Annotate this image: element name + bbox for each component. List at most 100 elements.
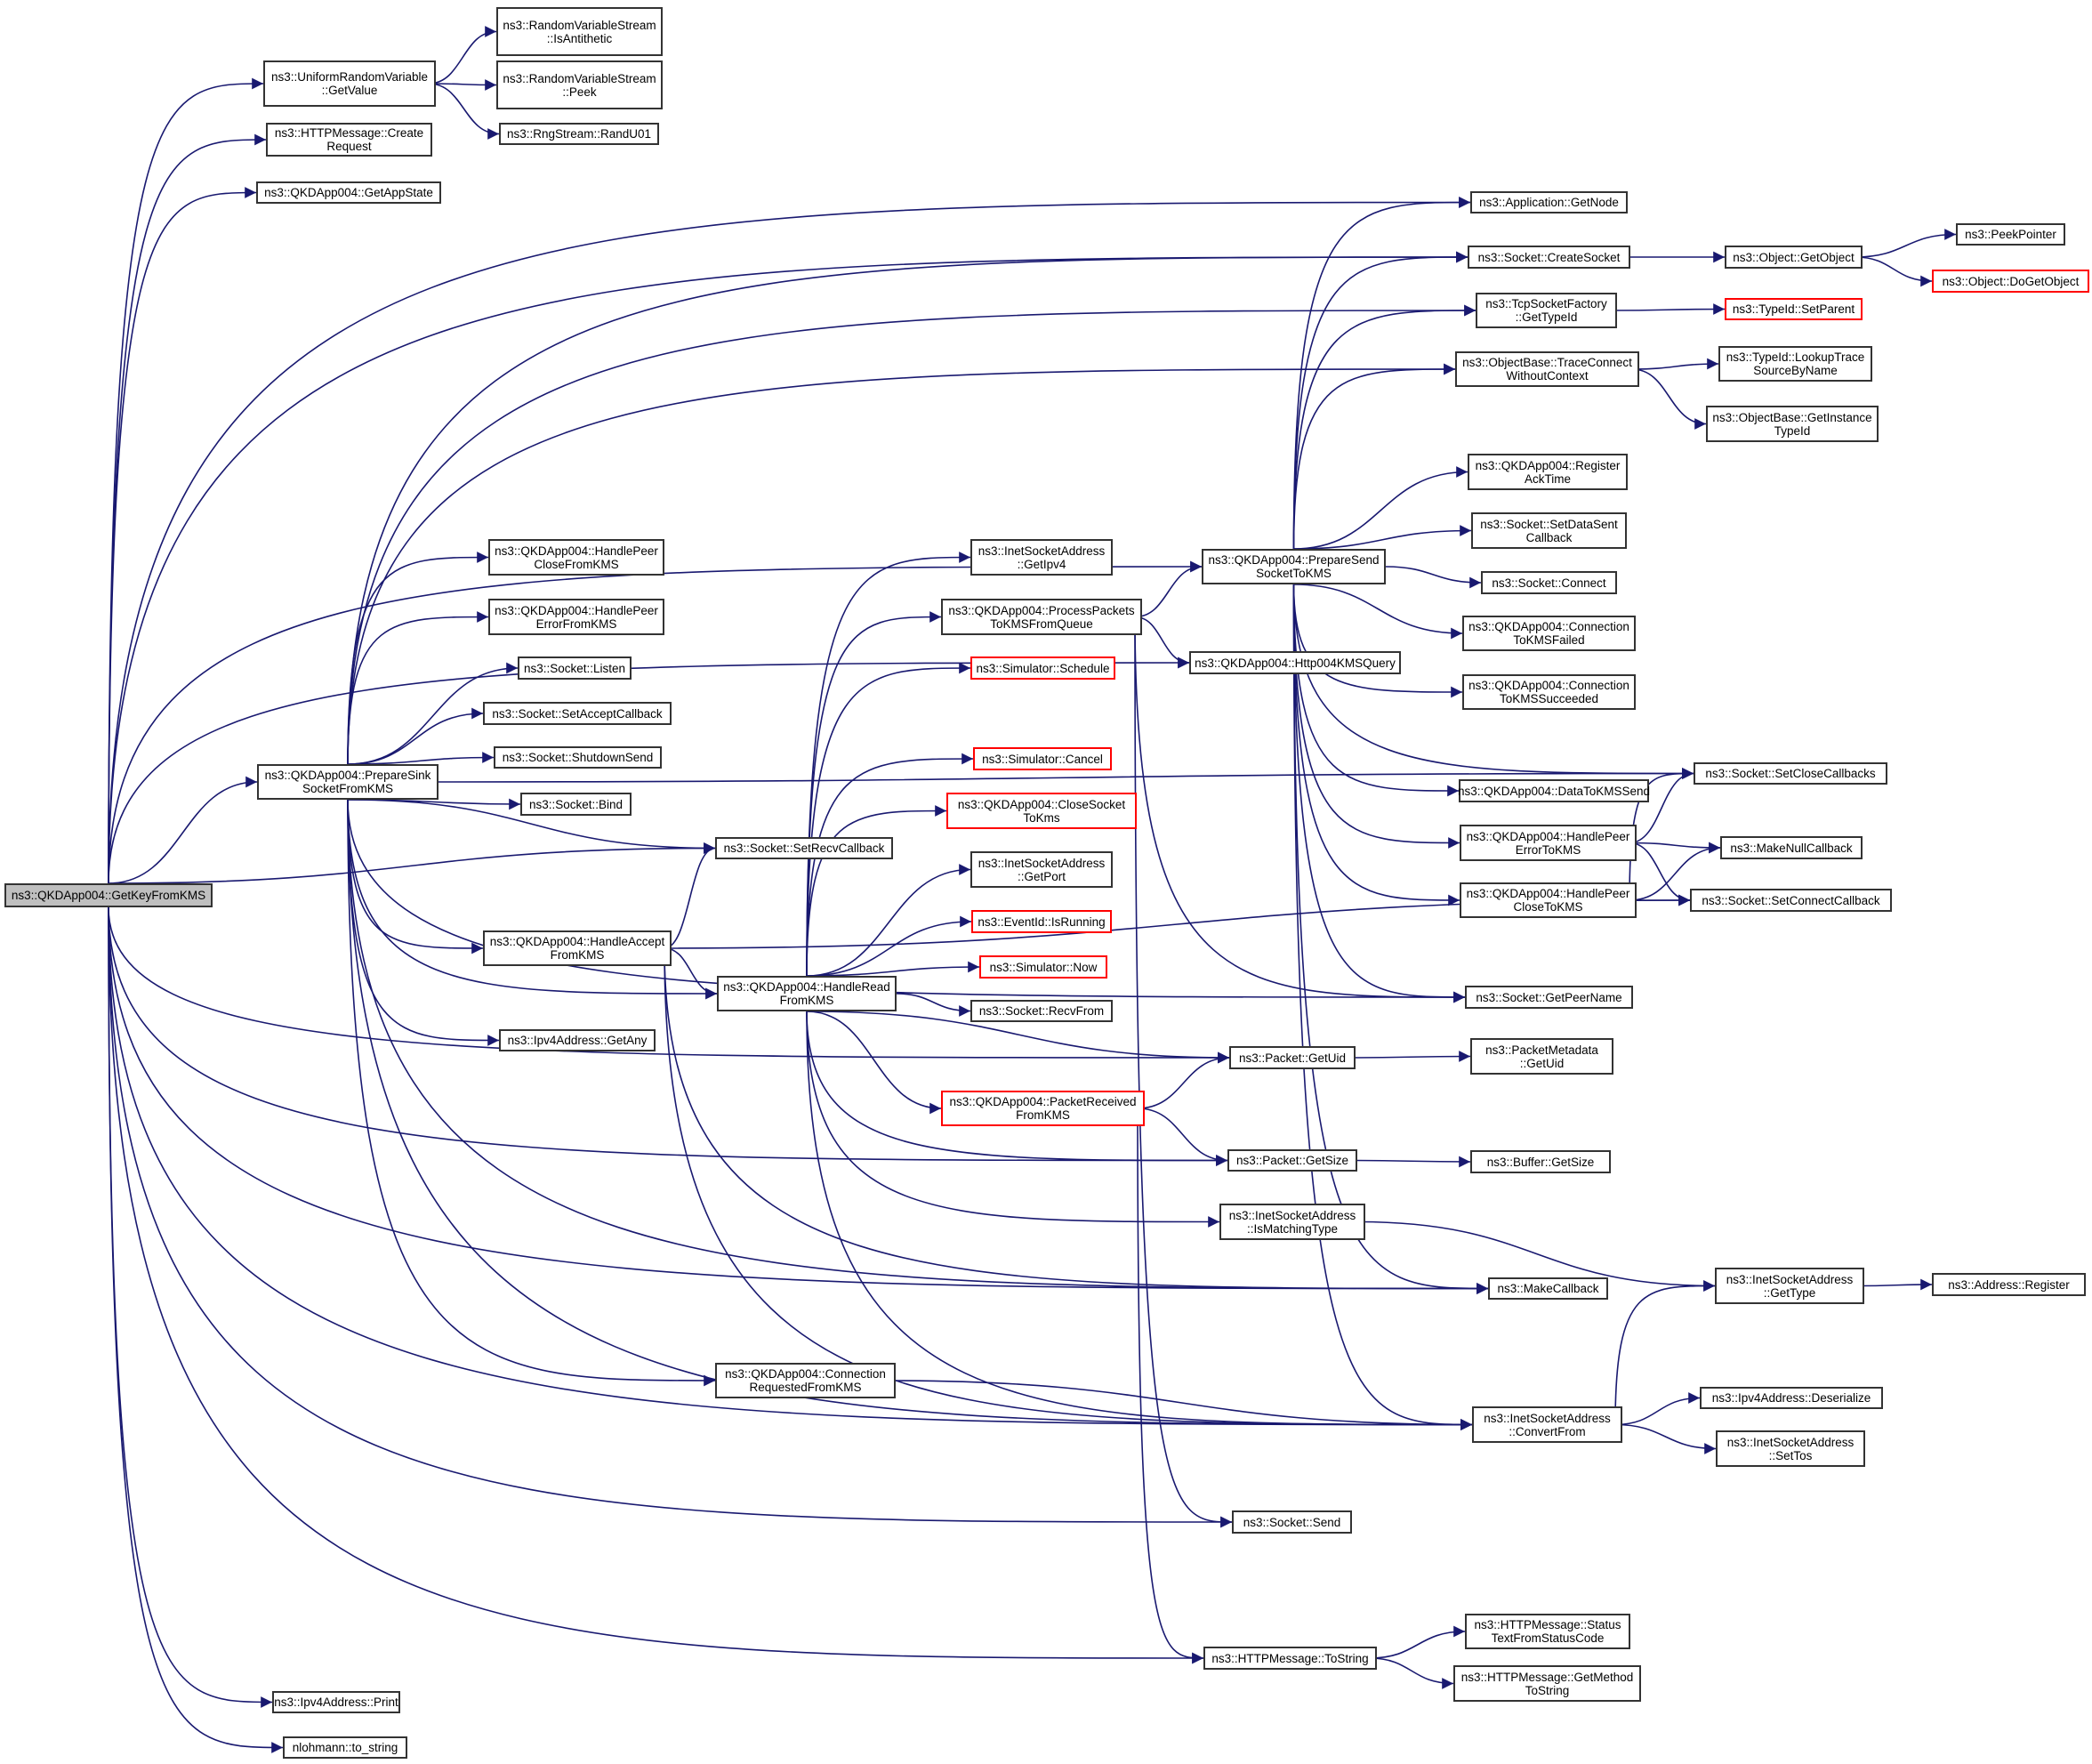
edge-preparesend-to-registerack: [1293, 466, 1468, 550]
edge-preparesink-to-convertfrom: [347, 799, 1473, 1430]
node-tcpgettypeid[interactable]: ns3::TcpSocketFactory ::GetTypeId: [1476, 293, 1617, 328]
node-schedule[interactable]: ns3::Simulator::Schedule: [970, 656, 1115, 680]
node-gettype[interactable]: ns3::InetSocketAddress ::GetType: [1715, 1268, 1864, 1304]
node-getkey[interactable]: ns3::QKDApp004::GetKeyFromKMS: [4, 883, 213, 907]
edge-traceconnect-to-getinstance: [1631, 368, 1707, 430]
node-makecb[interactable]: ns3::MakeCallback: [1488, 1277, 1608, 1300]
node-setclosecb[interactable]: ns3::Socket::SetCloseCallbacks: [1694, 762, 1887, 785]
node-peerclosetokms[interactable]: ns3::QKDApp004::HandlePeer CloseToKMS: [1460, 882, 1637, 918]
node-getvalue[interactable]: ns3::UniformRandomVariable ::GetValue: [263, 60, 436, 107]
node-makenullcb[interactable]: ns3::MakeNullCallback: [1720, 836, 1863, 859]
node-peekpointer[interactable]: ns3::PeekPointer: [1956, 223, 2065, 246]
node-connfailed[interactable]: ns3::QKDApp004::Connection ToKMSFailed: [1462, 616, 1636, 651]
node-getpeername[interactable]: ns3::Socket::GetPeerName: [1465, 986, 1633, 1009]
node-setrecvcb[interactable]: ns3::Socket::SetRecvCallback: [715, 837, 893, 859]
node-label: ns3::InetSocketAddress ::GetIpv4: [978, 544, 1106, 571]
node-listen[interactable]: ns3::Socket::Listen: [518, 656, 632, 680]
node-ipv4print[interactable]: ns3::Ipv4Address::Print: [272, 1691, 400, 1713]
edge-gettype-to-addrregister: [1856, 1278, 1933, 1291]
node-handleread[interactable]: ns3::QKDApp004::HandleRead FromKMS: [717, 976, 897, 1011]
node-label: ns3::QKDApp004::Connection ToKMSFailed: [1468, 620, 1629, 647]
edge-processpackets-to-preparesend: [1134, 560, 1203, 618]
node-label: ns3::Socket::SetConnectCallback: [1702, 893, 1880, 907]
node-setparent[interactable]: ns3::TypeId::SetParent: [1725, 298, 1863, 320]
node-packetrecv[interactable]: ns3::QKDApp004::PacketReceived FromKMS: [941, 1091, 1145, 1126]
node-deserialize[interactable]: ns3::Ipv4Address::Deserialize: [1700, 1387, 1883, 1409]
edge-preparesink-to-makecb: [347, 799, 1489, 1294]
node-bind[interactable]: ns3::Socket::Bind: [520, 793, 632, 816]
node-cancel[interactable]: ns3::Simulator::Cancel: [973, 747, 1112, 770]
node-connsucc[interactable]: ns3::QKDApp004::Connection ToKMSSucceede…: [1462, 674, 1636, 710]
edge-processpackets-to-send: [1134, 616, 1233, 1528]
node-isanti[interactable]: ns3::RandomVariableStream ::IsAntithetic: [496, 7, 663, 56]
node-setacceptcb[interactable]: ns3::Socket::SetAcceptCallback: [483, 702, 672, 725]
edge-handleaccept-to-handleread: [664, 947, 718, 1000]
node-peek[interactable]: ns3::RandomVariableStream ::Peek: [496, 60, 663, 109]
node-processpackets[interactable]: ns3::QKDApp004::ProcessPackets ToKMSFrom…: [941, 599, 1142, 635]
edge-preparesink-to-handleaccept: [347, 799, 484, 954]
node-dogetobject[interactable]: ns3::Object::DoGetObject: [1932, 270, 2089, 293]
node-label: ns3::QKDApp004::Connection ToKMSSucceede…: [1468, 679, 1629, 705]
node-randu01[interactable]: ns3::RngStream::RandU01: [499, 123, 659, 145]
node-preparesink[interactable]: ns3::QKDApp004::PrepareSink SocketFromKM…: [257, 764, 439, 800]
node-peerclosefrom[interactable]: ns3::QKDApp004::HandlePeer CloseFromKMS: [488, 539, 664, 576]
node-recvfrom[interactable]: ns3::Socket::RecvFrom: [970, 1000, 1113, 1022]
node-nlohmann[interactable]: nlohmann::to_string: [283, 1736, 407, 1759]
node-getobject[interactable]: ns3::Object::GetObject: [1725, 246, 1863, 269]
node-pktgetsize[interactable]: ns3::Packet::GetSize: [1227, 1149, 1357, 1172]
node-registerack[interactable]: ns3::QKDApp004::Register AckTime: [1468, 454, 1628, 490]
node-metagetuid[interactable]: ns3::PacketMetadata ::GetUid: [1470, 1038, 1613, 1075]
node-label: ns3::RandomVariableStream ::Peek: [503, 71, 656, 99]
node-statustext[interactable]: ns3::HTTPMessage::Status TextFromStatusC…: [1465, 1614, 1630, 1649]
node-label: ns3::HTTPMessage::GetMethod ToString: [1460, 1670, 1634, 1697]
edge-handleread-to-recvfrom: [896, 993, 971, 1017]
edge-getkey-to-ipv4print: [108, 906, 273, 1708]
node-closesocket[interactable]: ns3::QKDApp004::CloseSocket ToKms: [946, 793, 1137, 829]
node-convertfrom[interactable]: ns3::InetSocketAddress ::ConvertFrom: [1472, 1406, 1622, 1443]
node-setconnectcb[interactable]: ns3::Socket::SetConnectCallback: [1690, 889, 1892, 912]
node-shutdownsend[interactable]: ns3::Socket::ShutdownSend: [494, 746, 662, 769]
node-ismatching[interactable]: ns3::InetSocketAddress ::IsMatchingType: [1219, 1204, 1365, 1240]
node-getinstance[interactable]: ns3::ObjectBase::GetInstance TypeId: [1706, 406, 1879, 442]
node-createreq[interactable]: ns3::HTTPMessage::Create Request: [266, 123, 432, 157]
node-getipv4[interactable]: ns3::InetSocketAddress ::GetIpv4: [970, 539, 1113, 576]
node-label: ns3::HTTPMessage::ToString: [1211, 1651, 1369, 1665]
edge-preparesink-to-setclosecb: [438, 768, 1694, 783]
node-isrunning[interactable]: ns3::EventId::IsRunning: [971, 910, 1112, 933]
node-setdatasent[interactable]: ns3::Socket::SetDataSent Callback: [1471, 512, 1627, 549]
node-connreq[interactable]: ns3::QKDApp004::Connection RequestedFrom…: [715, 1363, 896, 1398]
edge-peerclosetokms-to-makenullcb: [1629, 842, 1721, 901]
node-addrregister[interactable]: ns3::Address::Register: [1932, 1273, 2086, 1296]
node-getport[interactable]: ns3::InetSocketAddress ::GetPort: [970, 851, 1113, 888]
node-getmethod[interactable]: ns3::HTTPMessage::GetMethod ToString: [1453, 1665, 1641, 1702]
node-peererrfrom[interactable]: ns3::QKDApp004::HandlePeer ErrorFromKMS: [488, 599, 664, 635]
node-now[interactable]: ns3::Simulator::Now: [979, 955, 1107, 979]
node-traceconnect[interactable]: ns3::ObjectBase::TraceConnect WithoutCon…: [1455, 351, 1639, 387]
edge-handleread-to-packetrecv: [806, 1011, 942, 1115]
node-label: ns3::Socket::Bind: [528, 797, 624, 811]
node-lookuptrace[interactable]: ns3::TypeId::LookupTrace SourceByName: [1718, 346, 1872, 382]
edge-handleread-to-ismatching: [806, 1011, 1220, 1228]
node-send[interactable]: ns3::Socket::Send: [1232, 1510, 1352, 1534]
node-getany[interactable]: ns3::Ipv4Address::GetAny: [499, 1029, 656, 1051]
node-pktgetuid[interactable]: ns3::Packet::GetUid: [1229, 1046, 1356, 1069]
node-getnode[interactable]: ns3::Application::GetNode: [1470, 191, 1628, 213]
node-label: ns3::Buffer::GetSize: [1486, 1155, 1595, 1169]
node-getappstate[interactable]: ns3::QKDApp004::GetAppState: [256, 181, 441, 204]
node-label: ns3::Simulator::Now: [989, 960, 1098, 974]
node-tostring[interactable]: ns3::HTTPMessage::ToString: [1203, 1647, 1377, 1670]
node-bufgetsize[interactable]: ns3::Buffer::GetSize: [1470, 1150, 1611, 1173]
node-connect[interactable]: ns3::Socket::Connect: [1481, 571, 1617, 594]
node-handleaccept[interactable]: ns3::QKDApp004::HandleAccept FromKMS: [483, 930, 672, 966]
node-settos[interactable]: ns3::InetSocketAddress ::SetTos: [1716, 1430, 1865, 1467]
node-http004[interactable]: ns3::QKDApp004::Http004KMSQuery: [1189, 651, 1401, 674]
node-label: ns3::QKDApp004::GetAppState: [264, 186, 433, 199]
node-label: ns3::MakeCallback: [1497, 1282, 1599, 1295]
node-label: ns3::Socket::GetPeerName: [1476, 990, 1622, 1004]
node-createsocket[interactable]: ns3::Socket::CreateSocket: [1468, 246, 1630, 269]
node-label: ns3::InetSocketAddress ::GetPort: [978, 856, 1106, 883]
node-label: ns3::QKDApp004::HandleAccept FromKMS: [489, 935, 665, 962]
node-peererrtokms[interactable]: ns3::QKDApp004::HandlePeer ErrorToKMS: [1460, 825, 1637, 861]
node-datatokms[interactable]: ns3::QKDApp004::DataToKMSSend: [1458, 779, 1650, 802]
node-preparesend[interactable]: ns3::QKDApp004::PrepareSend SocketToKMS: [1202, 549, 1386, 584]
